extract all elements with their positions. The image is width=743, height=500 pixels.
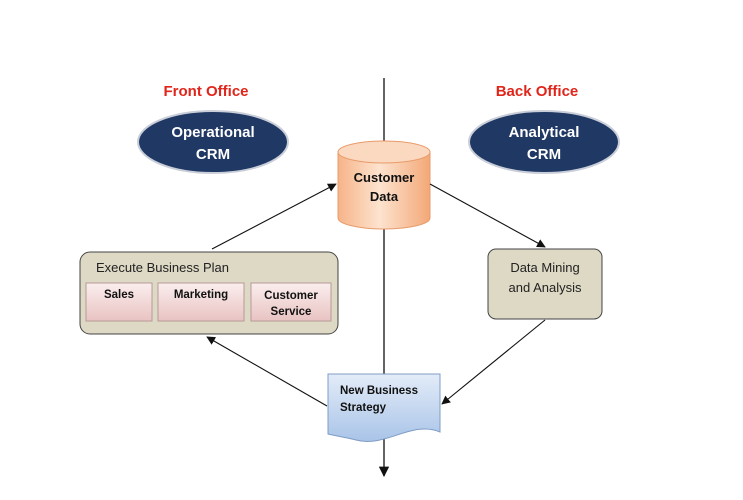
operational-crm-label-line2: CRM <box>196 146 230 163</box>
arrow-execute-to-customer-data <box>211 183 337 250</box>
back-office-title: Back Office <box>496 83 579 100</box>
analytical-crm-ellipse: Analytical CRM <box>468 110 620 174</box>
front-office-title: Front Office <box>164 83 249 100</box>
data-mining-analysis-box: Data Mining and Analysis <box>487 248 603 320</box>
analytical-crm-label-line1: Analytical <box>509 124 580 141</box>
new-business-strategy-label-line2: Strategy <box>340 402 387 414</box>
operational-crm-ellipse: Operational CRM <box>137 110 289 174</box>
arrow-customer-data-to-data-mining <box>429 183 546 248</box>
sales-box: Sales <box>85 282 153 322</box>
customer-service-label-line2: Service <box>271 306 312 318</box>
customer-data-label-line1: Customer <box>354 170 415 185</box>
arrow-strategy-to-execute <box>206 336 328 407</box>
new-business-strategy-label-line1: New Business <box>340 385 418 397</box>
new-business-strategy-document: New Business Strategy <box>327 373 441 442</box>
customer-service-box: Customer Service <box>250 282 332 322</box>
data-mining-label-line2: and Analysis <box>509 280 582 295</box>
customer-service-label-line1: Customer <box>264 290 318 302</box>
arrow-data-mining-to-strategy <box>441 319 546 405</box>
execute-business-plan-panel: Execute Business Plan Sales Marketing Cu… <box>79 251 339 335</box>
customer-data-cylinder: Customer Data <box>337 140 431 230</box>
sales-label: Sales <box>104 289 134 301</box>
data-mining-label-line1: Data Mining <box>510 260 579 275</box>
marketing-label: Marketing <box>174 289 228 301</box>
customer-data-label-line2: Data <box>370 189 399 204</box>
marketing-box: Marketing <box>157 282 245 322</box>
operational-crm-label-line1: Operational <box>171 124 254 141</box>
execute-business-plan-title: Execute Business Plan <box>96 260 229 275</box>
analytical-crm-label-line2: CRM <box>527 146 561 163</box>
